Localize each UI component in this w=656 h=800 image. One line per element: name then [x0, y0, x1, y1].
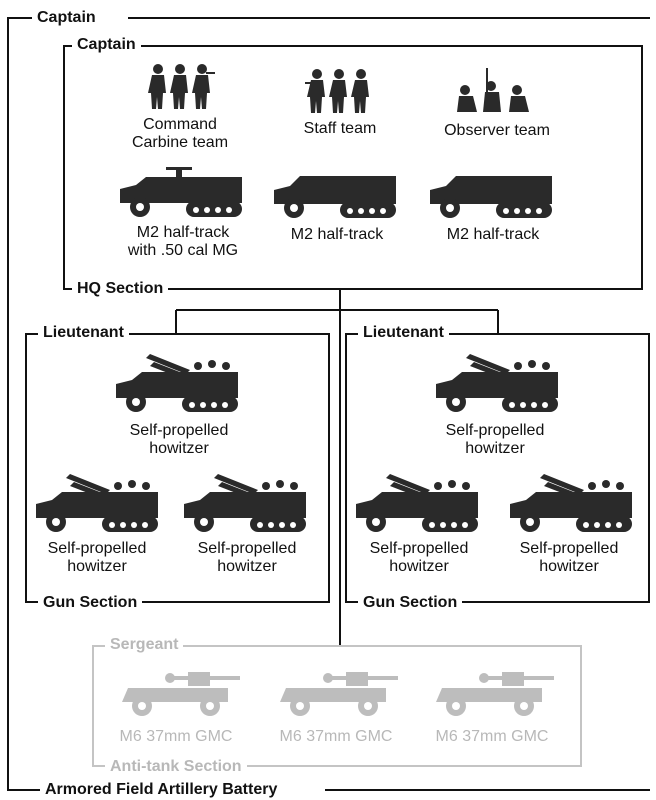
gmc-label: M6 37mm GMC: [119, 728, 233, 745]
howitzer-icon: [116, 354, 238, 412]
howitzer-label: Self-propelled howitzer: [197, 540, 297, 576]
howitzer-icon: [356, 474, 478, 532]
gun-section-box-2: [345, 333, 650, 603]
gun-section-2-bottom-label: Gun Section: [358, 595, 463, 611]
hq-bottom-label: HQ Section: [72, 281, 169, 297]
halftrack-icon: [430, 176, 552, 218]
gmc-jeep-icon: [280, 672, 398, 716]
howitzer-icon: [510, 474, 632, 532]
infantry-team-icon: [148, 64, 215, 109]
battery-bottom-label: Armored Field Artillery Battery: [40, 782, 283, 798]
battery-frame-left: [7, 17, 40, 791]
antitank-section-box: [92, 645, 582, 767]
gun-section-box-1: [25, 333, 330, 603]
howitzer-label: Self-propelled howitzer: [519, 540, 619, 576]
team-label-staff: Staff team: [303, 120, 377, 137]
howitzer-label: Self-propelled howitzer: [47, 540, 147, 576]
vehicle-label-3: M2 half-track: [446, 226, 540, 243]
howitzer-label: Self-propelled howitzer: [445, 422, 545, 458]
team-label-observer: Observer team: [444, 122, 550, 139]
team-label-command: Command Carbine team: [131, 116, 229, 152]
hq-section-box: [63, 45, 643, 290]
hq-top-label: Captain: [72, 37, 141, 53]
antitank-bottom-label: Anti-tank Section: [105, 759, 247, 775]
howitzer-icon: [184, 474, 306, 532]
antitank-top-label: Sergeant: [105, 637, 184, 653]
halftrack-icon: [274, 176, 396, 218]
gmc-label: M6 37mm GMC: [279, 728, 393, 745]
howitzer-label: Self-propelled howitzer: [129, 422, 229, 458]
observer-team-icon: [457, 68, 529, 112]
battery-top-label: Captain: [32, 10, 101, 26]
howitzer-icon: [436, 354, 558, 412]
infantry-team-icon: [305, 69, 369, 113]
vehicle-label-2: M2 half-track: [290, 226, 384, 243]
gmc-jeep-icon: [436, 672, 554, 716]
gun-section-1-top-label: Lieutenant: [38, 325, 129, 341]
gun-section-2-top-label: Lieutenant: [358, 325, 449, 341]
howitzer-icon: [36, 474, 158, 532]
gun-section-1-bottom-label: Gun Section: [38, 595, 143, 611]
vehicle-label-mg: M2 half-track with .50 cal MG: [127, 224, 239, 260]
gmc-label: M6 37mm GMC: [435, 728, 549, 745]
gmc-jeep-icon: [122, 672, 240, 716]
halftrack-mg-icon: [120, 167, 242, 217]
howitzer-label: Self-propelled howitzer: [369, 540, 469, 576]
